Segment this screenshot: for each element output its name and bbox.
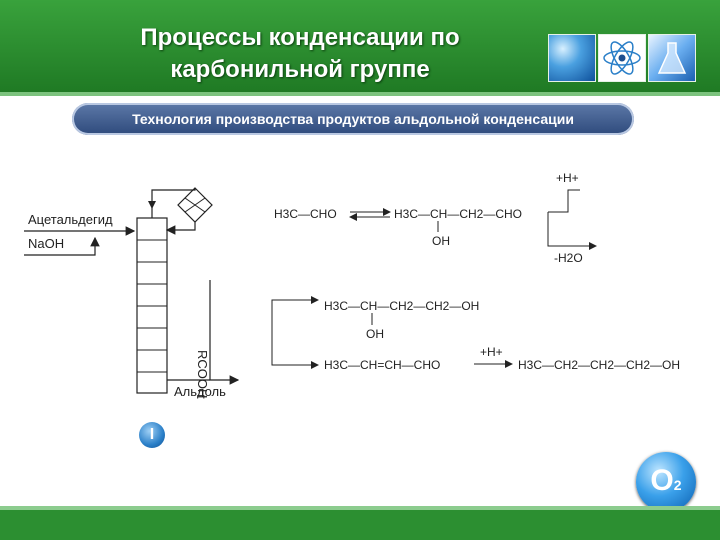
product-butanediol-oh: OH: [366, 327, 384, 341]
product-butanol: H3C—CH2—CH2—CH2—OH: [518, 358, 680, 372]
page-title: Процессы конденсации по карбонильной гру…: [60, 22, 540, 86]
roman-numeral-button[interactable]: I: [139, 422, 165, 448]
subtitle-text: Технология производства продуктов альдол…: [132, 111, 574, 127]
footer-bar: [0, 510, 720, 540]
atom-image-icon: [598, 34, 646, 82]
header-divider: [0, 92, 720, 96]
product-crotonaldehyde: H3C—CH=CH—CHO: [324, 358, 440, 372]
reagent-water-loss: -H2O: [554, 251, 583, 265]
product-aldol: H3C—CH—CH2—CHO: [394, 207, 522, 221]
reactor-column: [136, 217, 168, 394]
molecule-image-icon: [548, 34, 596, 82]
product-aldol-oh: OH: [432, 234, 450, 248]
reagent-proton-1: +H+: [556, 171, 579, 185]
reagent-proton-2: +H+: [480, 345, 503, 359]
title-line-1: Процессы конденсации по: [140, 24, 460, 51]
process-diagram: Ацетальдегид NaOH RCOOH Альдоль H3C—CHO …: [24, 171, 680, 399]
subtitle-bar: [72, 103, 634, 135]
flask-image-icon: [648, 34, 696, 82]
o2-logo-text: O2: [650, 464, 682, 497]
heat-exchanger-icon: [177, 187, 213, 223]
o2-logo-icon: O2: [636, 452, 696, 512]
footer-divider: [0, 506, 720, 510]
column-side-label: RCOOH: [195, 350, 210, 398]
reflux-line: [165, 222, 196, 235]
product-butanediol: H3C—CH—CH2—CH2—OH: [324, 299, 479, 313]
title-line-2: карбонильной группе: [170, 56, 430, 83]
input-label-naoh: NaOH: [28, 236, 64, 251]
output-label-aldol: Альдоль: [174, 384, 226, 399]
reactant-acetaldehyde: H3C—CHO: [274, 207, 337, 221]
input-label-acetaldehyde: Ацетальдегид: [28, 212, 113, 227]
